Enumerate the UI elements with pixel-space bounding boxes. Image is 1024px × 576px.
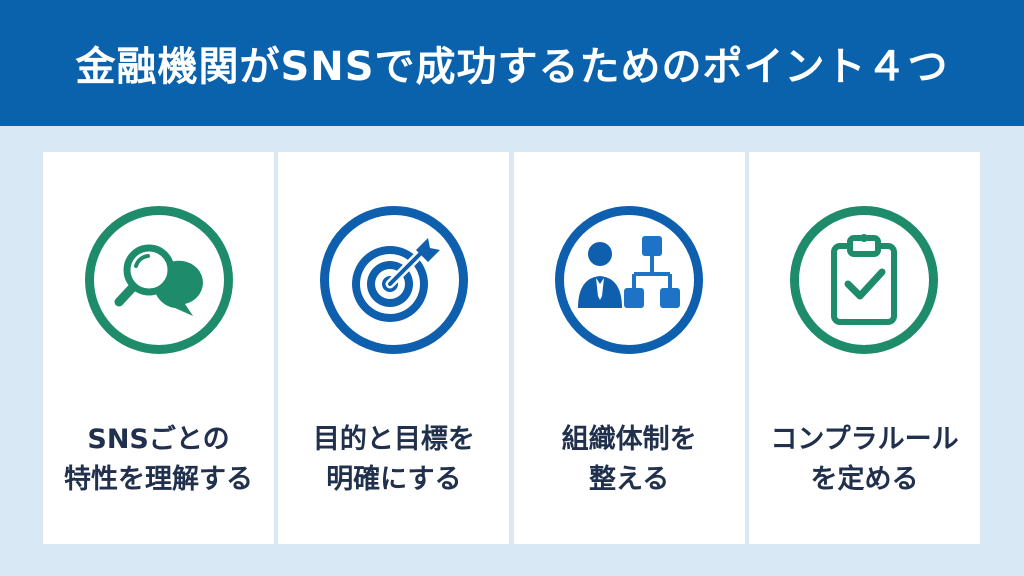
card-caption: 組織体制を 整える — [562, 420, 697, 500]
caption-line-1: コンプラルール — [770, 424, 959, 455]
point-card-compliance: コンプラルール を定める — [748, 152, 980, 544]
caption-line-1: 目的と目標を — [312, 424, 475, 455]
page-title: 金融機関がSNSで成功するためのポイント４つ — [75, 44, 949, 90]
icon-ring — [790, 206, 939, 354]
point-card-sns-characteristics: SNSごとの 特性を理解する — [43, 152, 274, 544]
clipboard-check-icon — [831, 234, 898, 325]
caption-line-2: 特性を理解する — [64, 464, 253, 495]
organization-chart-icon — [578, 236, 681, 308]
icon-ring — [84, 206, 233, 354]
target-arrow-icon — [351, 238, 440, 322]
point-card-organization: 組織体制を 整える — [513, 152, 745, 544]
icon-ring — [555, 206, 704, 354]
icon-ring — [319, 206, 468, 354]
caption-line-2: を定める — [810, 464, 919, 495]
points-cards: SNSごとの 特性を理解する 目的と目標を 明確にする — [43, 152, 980, 544]
card-caption: SNSごとの 特性を理解する — [64, 420, 253, 500]
point-card-goals: 目的と目標を 明確にする — [278, 152, 510, 544]
caption-line-1: 組織体制を — [561, 424, 697, 455]
caption-line-2: 明確にする — [326, 464, 462, 495]
caption-line-1: SNSごとの — [87, 424, 230, 455]
magnifier-chat-icon — [114, 244, 203, 316]
caption-line-2: 整える — [589, 464, 670, 495]
header-banner: 金融機関がSNSで成功するためのポイント４つ — [0, 0, 1024, 126]
card-caption: 目的と目標を 明確にする — [313, 420, 475, 500]
card-caption: コンプラルール を定める — [770, 420, 958, 500]
